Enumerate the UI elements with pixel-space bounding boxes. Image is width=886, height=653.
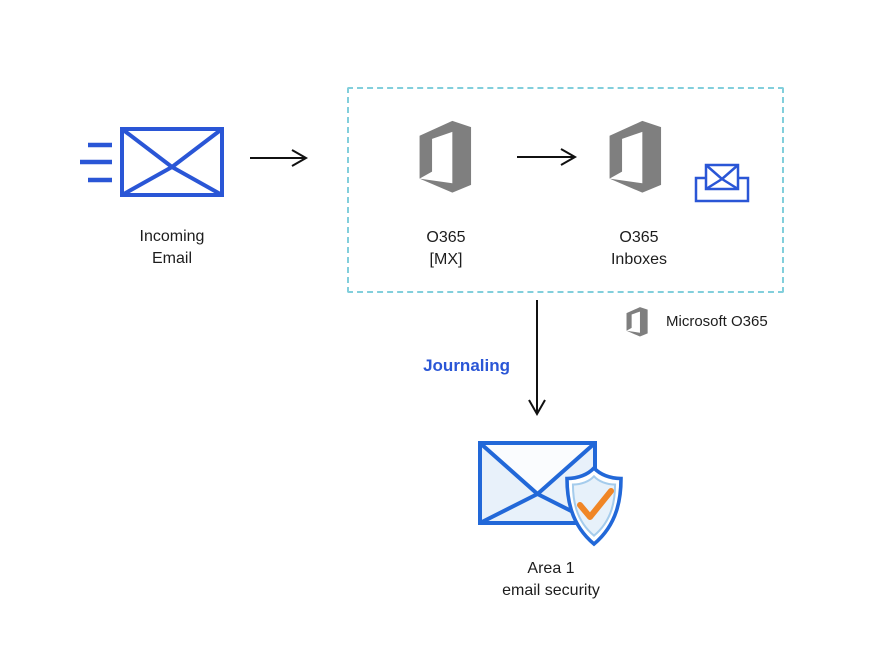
o365-mx-label-line2: [MX] xyxy=(429,251,463,268)
o365-inboxes-label-line1: O365 xyxy=(619,229,659,246)
incoming-email-label-line2: Email xyxy=(151,250,192,267)
area1-label-line2: email security xyxy=(502,582,600,599)
legend-o365-logo-icon xyxy=(626,307,648,337)
shield-inner xyxy=(571,474,617,537)
journaling-label: Journaling xyxy=(423,356,510,375)
o365-mx-logo-icon xyxy=(419,120,472,193)
inbox-tray-envelope-icon xyxy=(694,163,750,203)
speed-lines-icon xyxy=(80,142,112,183)
o365-mx-label-line1: O365 xyxy=(426,229,466,246)
area1-label: Area 1 email security xyxy=(476,558,626,602)
arrow-journaling-down xyxy=(528,300,546,417)
area1-label-line1: Area 1 xyxy=(527,560,575,577)
legend-label: Microsoft O365 xyxy=(666,313,768,330)
o365-mx-label: O365 [MX] xyxy=(371,227,521,271)
arrow-incoming-to-o365 xyxy=(250,149,309,167)
o365-boundary-box xyxy=(347,87,784,293)
legend-microsoft-o365: Microsoft O365 xyxy=(623,303,768,340)
area1-envelope-shield-icon xyxy=(478,441,623,547)
incoming-envelope-icon xyxy=(120,127,224,197)
o365-inboxes-label-line2: Inboxes xyxy=(610,251,668,268)
incoming-email-label: Incoming Email xyxy=(97,226,247,270)
check-icon xyxy=(577,488,614,520)
o365-inboxes-label: O365 Inboxes xyxy=(564,227,714,271)
incoming-email-label-line1: Incoming xyxy=(139,228,205,245)
o365-inboxes-logo-icon xyxy=(609,120,662,193)
